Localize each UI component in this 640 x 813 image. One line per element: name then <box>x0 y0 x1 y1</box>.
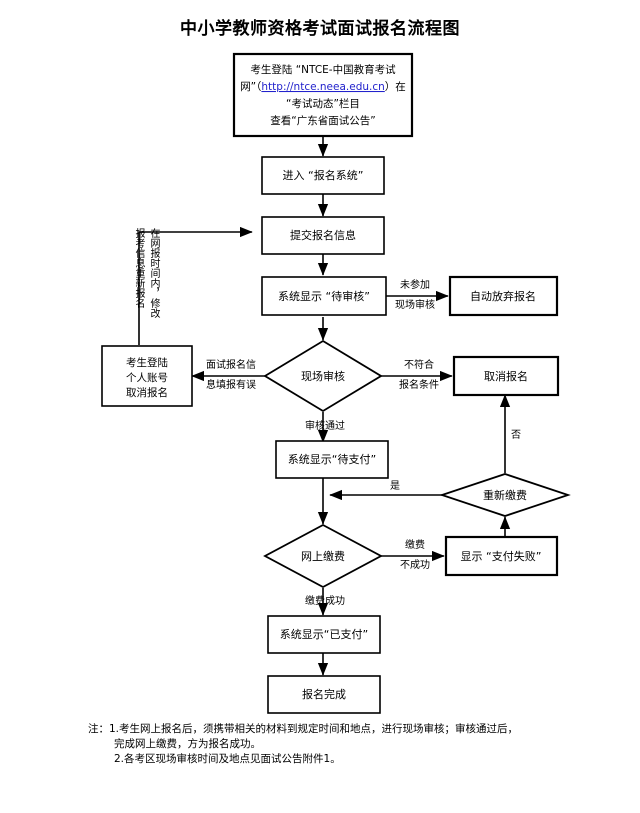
edge-label-repay-no: 否 <box>511 429 521 441</box>
node-line: 考生登陆 “NTCE-中国教育考试 <box>250 63 396 76</box>
note-text: 1.考生网上报名后，须携带相关的材料到规定时间和地点，进行现场审核；审核通过后， <box>109 723 519 735</box>
page-title: 中小学教师资格考试面试报名流程图 <box>180 19 460 39</box>
edge-label-pay-failed-line2: 不成功 <box>400 559 430 571</box>
node-label: 进入 “报名系统” <box>283 168 364 182</box>
vertical-label-resubmit-info: 报考信息重新报名 <box>133 228 144 308</box>
node-system-pending-payment: 系统显示“待支付” <box>275 440 389 479</box>
edge-label-pay-success: 缴费成功 <box>305 594 345 607</box>
edge-n8-n3-feedback <box>138 226 253 345</box>
node-submit-registration-info: 提交报名信息 <box>261 216 385 255</box>
ntce-url-link[interactable]: http://ntce.neea.edu.cn <box>261 81 384 93</box>
edge-label-info-error-line2: 息填报有误 <box>206 378 256 391</box>
note-line-1: 注：1.考生网上报名后，须携带相关的材料到规定时间和地点，进行现场审核；审核通过… <box>88 722 588 737</box>
node-label: 系统显示“已支付” <box>280 628 368 641</box>
node-line-prefix: 网”（ <box>240 81 261 93</box>
node-payment-failed: 显示 “支付失败” <box>444 535 559 577</box>
node-label: 系统显示 “待审核” <box>278 289 370 303</box>
edge-label-info-error-line1: 面试报名信 <box>206 358 256 371</box>
node-box <box>101 345 193 407</box>
edge-label-no-onsite-line1: 未参加 <box>400 278 430 291</box>
note-prefix: 注： <box>88 723 109 735</box>
edge-label-review-passed: 审核通过 <box>305 419 345 432</box>
edge-label-not-qualified-line1: 不符合 <box>404 358 434 371</box>
node-box <box>261 156 385 195</box>
node-box <box>261 276 387 316</box>
node-box <box>448 275 559 317</box>
svg-text:网”（http://ntce.neea.edu.cn）在: 网”（http://ntce.neea.edu.cn）在 <box>240 81 406 93</box>
node-label: 自动放弃报名 <box>470 289 536 303</box>
node-label: 现场审核 <box>301 369 345 383</box>
edge-label-group: 未参加 现场审核 不符合 报名条件 面试报名信 息填报有误 审核通过 是 否 缴… <box>206 278 521 607</box>
node-diamond-shape <box>263 339 383 413</box>
node-box <box>444 535 559 577</box>
node-auto-give-up: 自动放弃报名 <box>448 275 559 317</box>
node-line: 考生登陆 <box>126 356 168 369</box>
node-line: 取消报名 <box>126 386 168 399</box>
node-label: 系统显示“待支付” <box>288 452 376 466</box>
node-box <box>452 355 560 397</box>
node-line: 个人账号 <box>126 372 168 384</box>
edge-label-pay-failed-line1: 缴费 <box>405 538 425 551</box>
node-system-pending-review: 系统显示 “待审核” <box>261 276 387 316</box>
flow-edges <box>138 136 511 676</box>
node-box <box>267 615 381 654</box>
node-diamond-shape <box>263 523 383 589</box>
node-box <box>275 440 389 479</box>
node-label: 显示 “支付失败” <box>461 549 542 563</box>
node-cancel-registration: 取消报名 <box>452 355 560 397</box>
vertical-label-modify-within-period: 在网报时间内，修改 <box>148 228 159 318</box>
node-online-payment-decision: 网上缴费 <box>263 523 383 589</box>
edge-label-repay-yes: 是 <box>390 480 400 492</box>
node-onsite-review-decision: 现场审核 <box>263 339 383 413</box>
node-candidate-login-cancel: 考生登陆 个人账号 取消报名 <box>101 345 193 407</box>
node-line-suffix: ）在 <box>385 81 406 93</box>
edge-label-not-qualified-line2: 报名条件 <box>399 378 439 391</box>
node-line: 查看“广东省面试公告” <box>270 114 375 127</box>
node-label: 取消报名 <box>484 369 528 383</box>
node-label: 重新缴费 <box>483 488 527 502</box>
node-exam-website: 考生登陆 “NTCE-中国教育考试 网”（http://ntce.neea.ed… <box>232 52 414 138</box>
note-line-2: 完成网上缴费，方为报名成功。 <box>114 738 261 751</box>
node-line: “考试动态”栏目 <box>286 97 360 110</box>
node-system-paid: 系统显示“已支付” <box>267 615 381 654</box>
node-label: 网上缴费 <box>301 549 345 563</box>
node-repay-decision: 重新缴费 <box>439 473 571 517</box>
node-label: 报名完成 <box>302 687 346 701</box>
footer-notes: 注：1.考生网上报名后，须携带相关的材料到规定时间和地点，进行现场审核；审核通过… <box>88 722 588 768</box>
node-registration-complete: 报名完成 <box>267 675 381 714</box>
node-box <box>267 675 381 714</box>
note-line-3: 2.各考区现场审核时间及地点见面试公告附件1。 <box>114 753 341 766</box>
node-diamond-shape <box>439 473 571 517</box>
node-box <box>232 52 414 138</box>
node-enter-registration-system: 进入 “报名系统” <box>261 156 385 195</box>
edge-label-no-onsite-line2: 现场审核 <box>395 298 435 311</box>
node-label: 提交报名信息 <box>290 228 356 242</box>
node-box <box>261 216 385 255</box>
